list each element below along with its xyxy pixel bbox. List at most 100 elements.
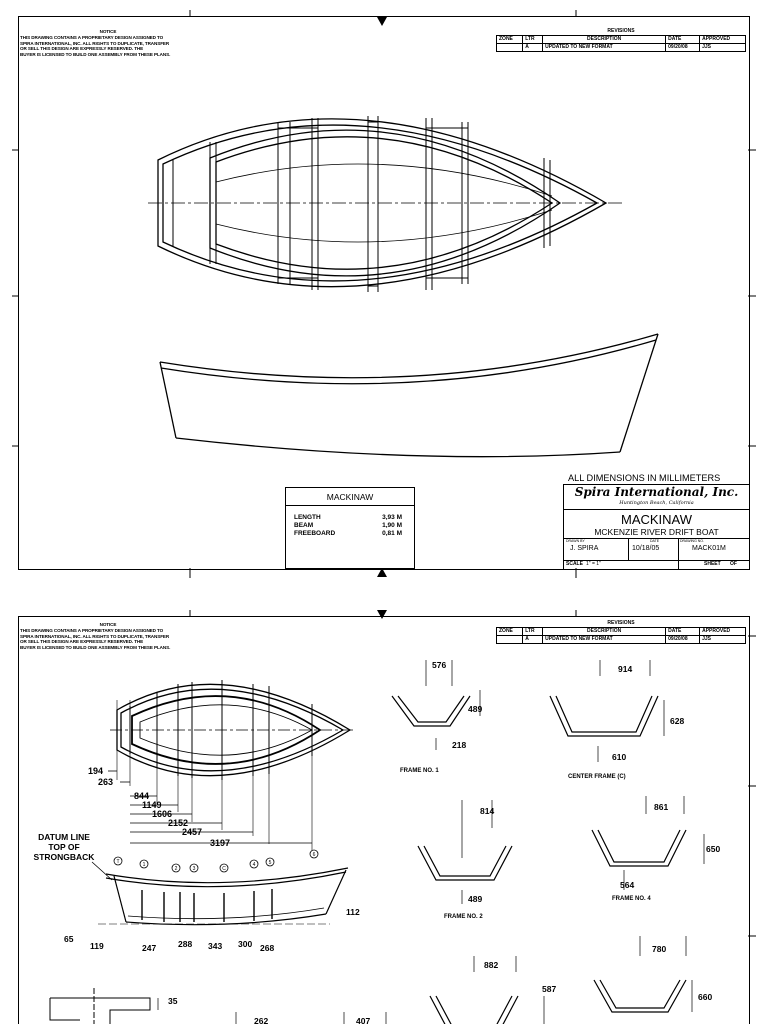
rev-date: 09/20/08 (665, 43, 701, 52)
profile-dim-119: 119 (90, 941, 104, 951)
spec-label: BEAM (294, 522, 314, 529)
notice-line: OR SELL THIS DESIGN ARE EXPRESSLY RESERV… (20, 46, 144, 52)
datum-label-line3: STRONGBACK (34, 852, 96, 862)
rev-zone (495, 635, 524, 644)
specifications-title: MACKINAW (286, 488, 414, 506)
notice-title: NOTICE (99, 29, 117, 34)
frame1-bottom-dim: 218 (452, 740, 466, 750)
plan-dim-1606: 1606 (152, 809, 172, 819)
rev-date: 09/20/08 (665, 635, 701, 644)
drawing-title: MACKINAW (620, 512, 693, 527)
bottom-center-marker (377, 568, 387, 577)
units-note: ALL DIMENSIONS IN MILLIMETERS (568, 473, 721, 483)
company-location: Huntington Beach, California (619, 500, 694, 506)
frame6-top-dim: 780 (652, 944, 666, 954)
spec-row: BEAM 1,90 M (294, 522, 402, 530)
profile-dim-268: 268 (260, 943, 274, 953)
plan-dim-263: 263 (98, 777, 113, 787)
profile-dim-247: 247 (142, 943, 156, 953)
notice-line: THIS DRAWING CONTAINS A PROPRIETARY DESI… (20, 34, 164, 40)
center-frame-top-dim: 914 (618, 664, 632, 674)
rev-approved: JJS (699, 635, 746, 644)
station-label-3: 3 (193, 866, 196, 872)
profile-dim-300: 300 (238, 939, 252, 949)
bottom-dim-407: 407 (356, 1016, 370, 1024)
frame4-bottom-dim: 564 (620, 880, 634, 890)
bottom-dim-262: 262 (254, 1016, 268, 1024)
station-label-6: 6 (313, 852, 316, 858)
profile-dim-112: 112 (346, 907, 360, 917)
profile-dim-65: 65 (64, 934, 74, 944)
notice-line: THIS DRAWING CONTAINS A PROPRIETARY DESI… (20, 627, 164, 633)
drawn-by-label: DRAWN BY (566, 539, 585, 543)
station-label-t: T (116, 859, 119, 865)
drawing-no-label: DRAWING NO. (680, 539, 704, 543)
top-center-marker (377, 17, 387, 26)
plan-dim-844: 844 (134, 791, 149, 801)
revisions-table: REVISIONS ZONE LTR DESCRIPTION DATE APPR… (495, 28, 746, 52)
frame2-top-dim: 814 (480, 806, 494, 816)
frame6-height-dim: 660 (698, 992, 712, 1002)
spec-label: LENGTH (294, 514, 321, 521)
frame1-height-dim: 489 (468, 704, 482, 714)
notice-line: SPIRA INTERNATIONAL, INC. ALL RIGHTS TO … (20, 633, 170, 639)
center-frame-bottom-dim: 610 (612, 752, 626, 762)
station-label-4: 4 (253, 862, 256, 868)
title-block: Spira International, Inc. Huntington Bea… (563, 484, 749, 569)
revisions-table: REVISIONS ZONE LTR DESCRIPTION DATE APPR… (495, 620, 746, 644)
notice-block: NOTICE THIS DRAWING CONTAINS A PROPRIETA… (20, 622, 196, 651)
scale-label: SCALE (566, 561, 583, 567)
plan-dim-194: 194 (88, 766, 103, 776)
frame1-label: FRAME NO. 1 (400, 768, 439, 774)
datum-label-line1: DATUM LINE (38, 832, 90, 842)
frame2-bottom-dim: 489 (468, 894, 482, 904)
frame4-label: FRAME NO. 4 (612, 896, 651, 902)
station-label-c: C (222, 866, 226, 872)
sheet-label: SHEET (704, 561, 721, 567)
scale-value: 1" = 1" (586, 561, 601, 567)
station-label-1: 1 (143, 862, 146, 868)
bottom-dim-35: 35 (168, 996, 178, 1006)
plan-dim-3197: 3197 (210, 838, 230, 848)
notice-line: OR SELL THIS DESIGN ARE EXPRESSLY RESERV… (20, 639, 144, 645)
sheet-border (18, 16, 750, 570)
plan-dim-2152: 2152 (168, 818, 188, 828)
center-frame-label: CENTER FRAME (C) (568, 774, 626, 780)
drawing-sheet-1: NOTICE THIS DRAWING CONTAINS A PROPRIETA… (12, 10, 756, 578)
company-name: Spira International, Inc. (574, 485, 739, 499)
sheet-border (18, 616, 750, 1024)
spec-row: FREEBOARD 0,81 M (294, 530, 402, 538)
drawn-by: J. SPIRA (570, 545, 599, 552)
date-label: DATE (650, 539, 660, 543)
datum-label-line2: TOP OF (48, 842, 79, 852)
station-label-2: 2 (175, 866, 178, 872)
station-label-5: 5 (269, 860, 272, 866)
frame5-height-dim: 587 (542, 984, 556, 994)
notice-line: SPIRA INTERNATIONAL, INC. ALL RIGHTS TO … (20, 40, 170, 46)
top-center-marker (377, 610, 387, 619)
notice-line: BUYER IS LICENSED TO BUILD ONE ASSEMBLY … (20, 52, 171, 58)
spec-value: 1,90 M (382, 522, 402, 529)
frame2-label: FRAME NO. 2 (444, 914, 483, 920)
drawing-sheet-2: NOTICE THIS DRAWING CONTAINS A PROPRIETA… (0, 600, 768, 1024)
frame5-top-dim: 882 (484, 960, 498, 970)
frame4-height-dim: 650 (706, 844, 720, 854)
notice-title: NOTICE (99, 622, 117, 627)
rev-approved: JJS (699, 43, 746, 52)
spec-value: 0,81 M (382, 530, 402, 537)
of-label: OF (730, 561, 737, 567)
rev-zone (495, 43, 524, 52)
boat-plan-and-profile-drawing (12, 10, 756, 578)
profile-dim-343: 343 (208, 941, 222, 951)
rev-description: UPDATED TO NEW FORMAT (542, 635, 667, 644)
center-frame-height-dim: 628 (670, 716, 684, 726)
spec-label: FREEBOARD (294, 530, 336, 537)
frame1-top-dim: 576 (432, 660, 446, 670)
drawing-date: 10/18/05 (632, 545, 660, 552)
frame4-top-dim: 861 (654, 802, 668, 812)
construction-details-drawing: 194 263 844 1149 1606 2152 2457 3197 DAT… (34, 610, 756, 1024)
rev-description: UPDATED TO NEW FORMAT (542, 43, 667, 52)
drawing-subtitle: MCKENZIE RIVER DRIFT BOAT (594, 527, 719, 537)
